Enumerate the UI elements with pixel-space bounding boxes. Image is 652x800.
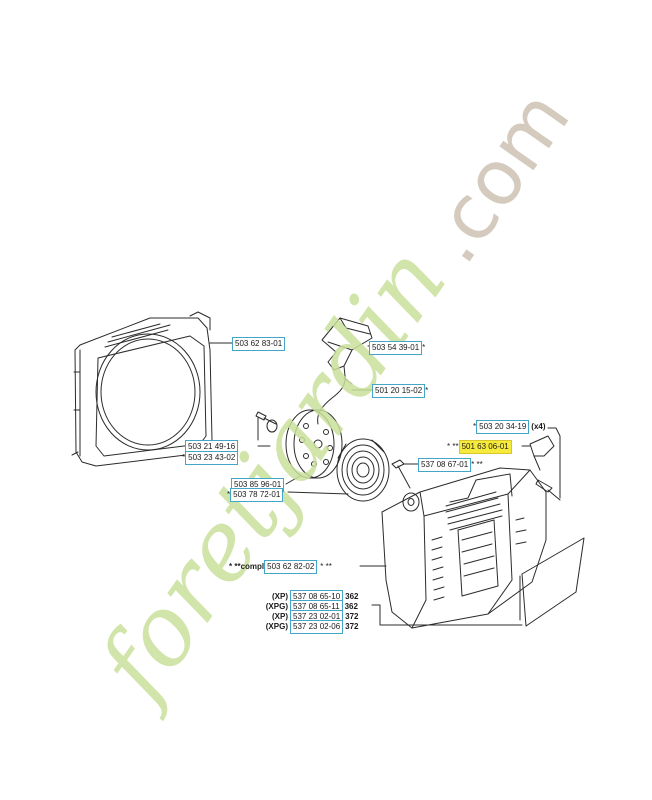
starter-cover xyxy=(381,467,547,629)
model-number: 362 xyxy=(344,602,358,611)
part-number-link[interactable]: 503 78 72-01 xyxy=(230,488,284,502)
part-number-link[interactable]: 503 62 82-02 xyxy=(264,560,318,574)
cover-washer xyxy=(402,492,420,512)
part-number-link[interactable]: 503 54 39-01 xyxy=(369,341,423,355)
part-label-cover-screw: *503 20 34-19(x4) xyxy=(473,420,546,434)
part-number-link[interactable]: 503 20 34-19 xyxy=(476,420,530,434)
part-number-link[interactable]: 501 20 15-02 xyxy=(372,384,426,398)
model-tag: (XPG) xyxy=(265,622,288,631)
part-suffix: * ** xyxy=(320,562,332,571)
part-number-link[interactable]: 537 23 02-06 xyxy=(290,620,344,634)
part-label-knob: * **501 63 06-01 xyxy=(447,440,512,454)
part-label-spring: *503 78 72-01 xyxy=(227,488,284,502)
part-number-link[interactable]: 503 62 83-01 xyxy=(232,337,286,351)
model-number: 372 xyxy=(345,622,359,631)
center-screw xyxy=(255,411,278,433)
model-number: 362 xyxy=(345,592,359,601)
part-label-handle: 503 54 39-01* xyxy=(369,341,426,355)
part-prefix: * xyxy=(227,490,231,499)
model-tag: (XP) xyxy=(272,592,288,601)
part-prefix: * xyxy=(473,422,477,431)
part-number-link[interactable]: 503 23 43-02 xyxy=(185,451,239,465)
part-number-link[interactable]: 537 08 67-01 xyxy=(418,458,472,472)
part-label-fan-housing: 503 62 83-01 xyxy=(232,337,286,351)
part-prefix: * ** xyxy=(447,442,459,451)
model-number: 372 xyxy=(345,612,359,621)
model-tag: (XPG) xyxy=(265,602,288,611)
starter-cord xyxy=(317,375,353,425)
starter-pulley xyxy=(285,409,343,479)
part-prefix: * xyxy=(182,453,186,462)
model-tag: (XP) xyxy=(272,612,288,621)
recoil-spring xyxy=(336,438,390,502)
cover-knob xyxy=(529,435,555,471)
part-prefix: * **compl xyxy=(229,562,265,571)
part-label-cord: 501 20 15-02* xyxy=(372,384,429,398)
cover-screw xyxy=(535,479,561,501)
part-suffix: * xyxy=(425,386,429,395)
part-quantity: (x4) xyxy=(531,422,546,431)
fan-housing xyxy=(71,311,213,467)
part-suffix: * ** xyxy=(471,460,483,469)
starter-handle xyxy=(321,317,373,377)
part-label-washer: *503 23 43-02 xyxy=(182,451,239,465)
part-number-link[interactable]: 501 63 06-01 xyxy=(458,440,512,454)
cover-decal xyxy=(519,537,585,627)
part-label-small-screw: 537 08 67-01* ** xyxy=(418,458,483,472)
part-suffix: * xyxy=(422,343,426,352)
